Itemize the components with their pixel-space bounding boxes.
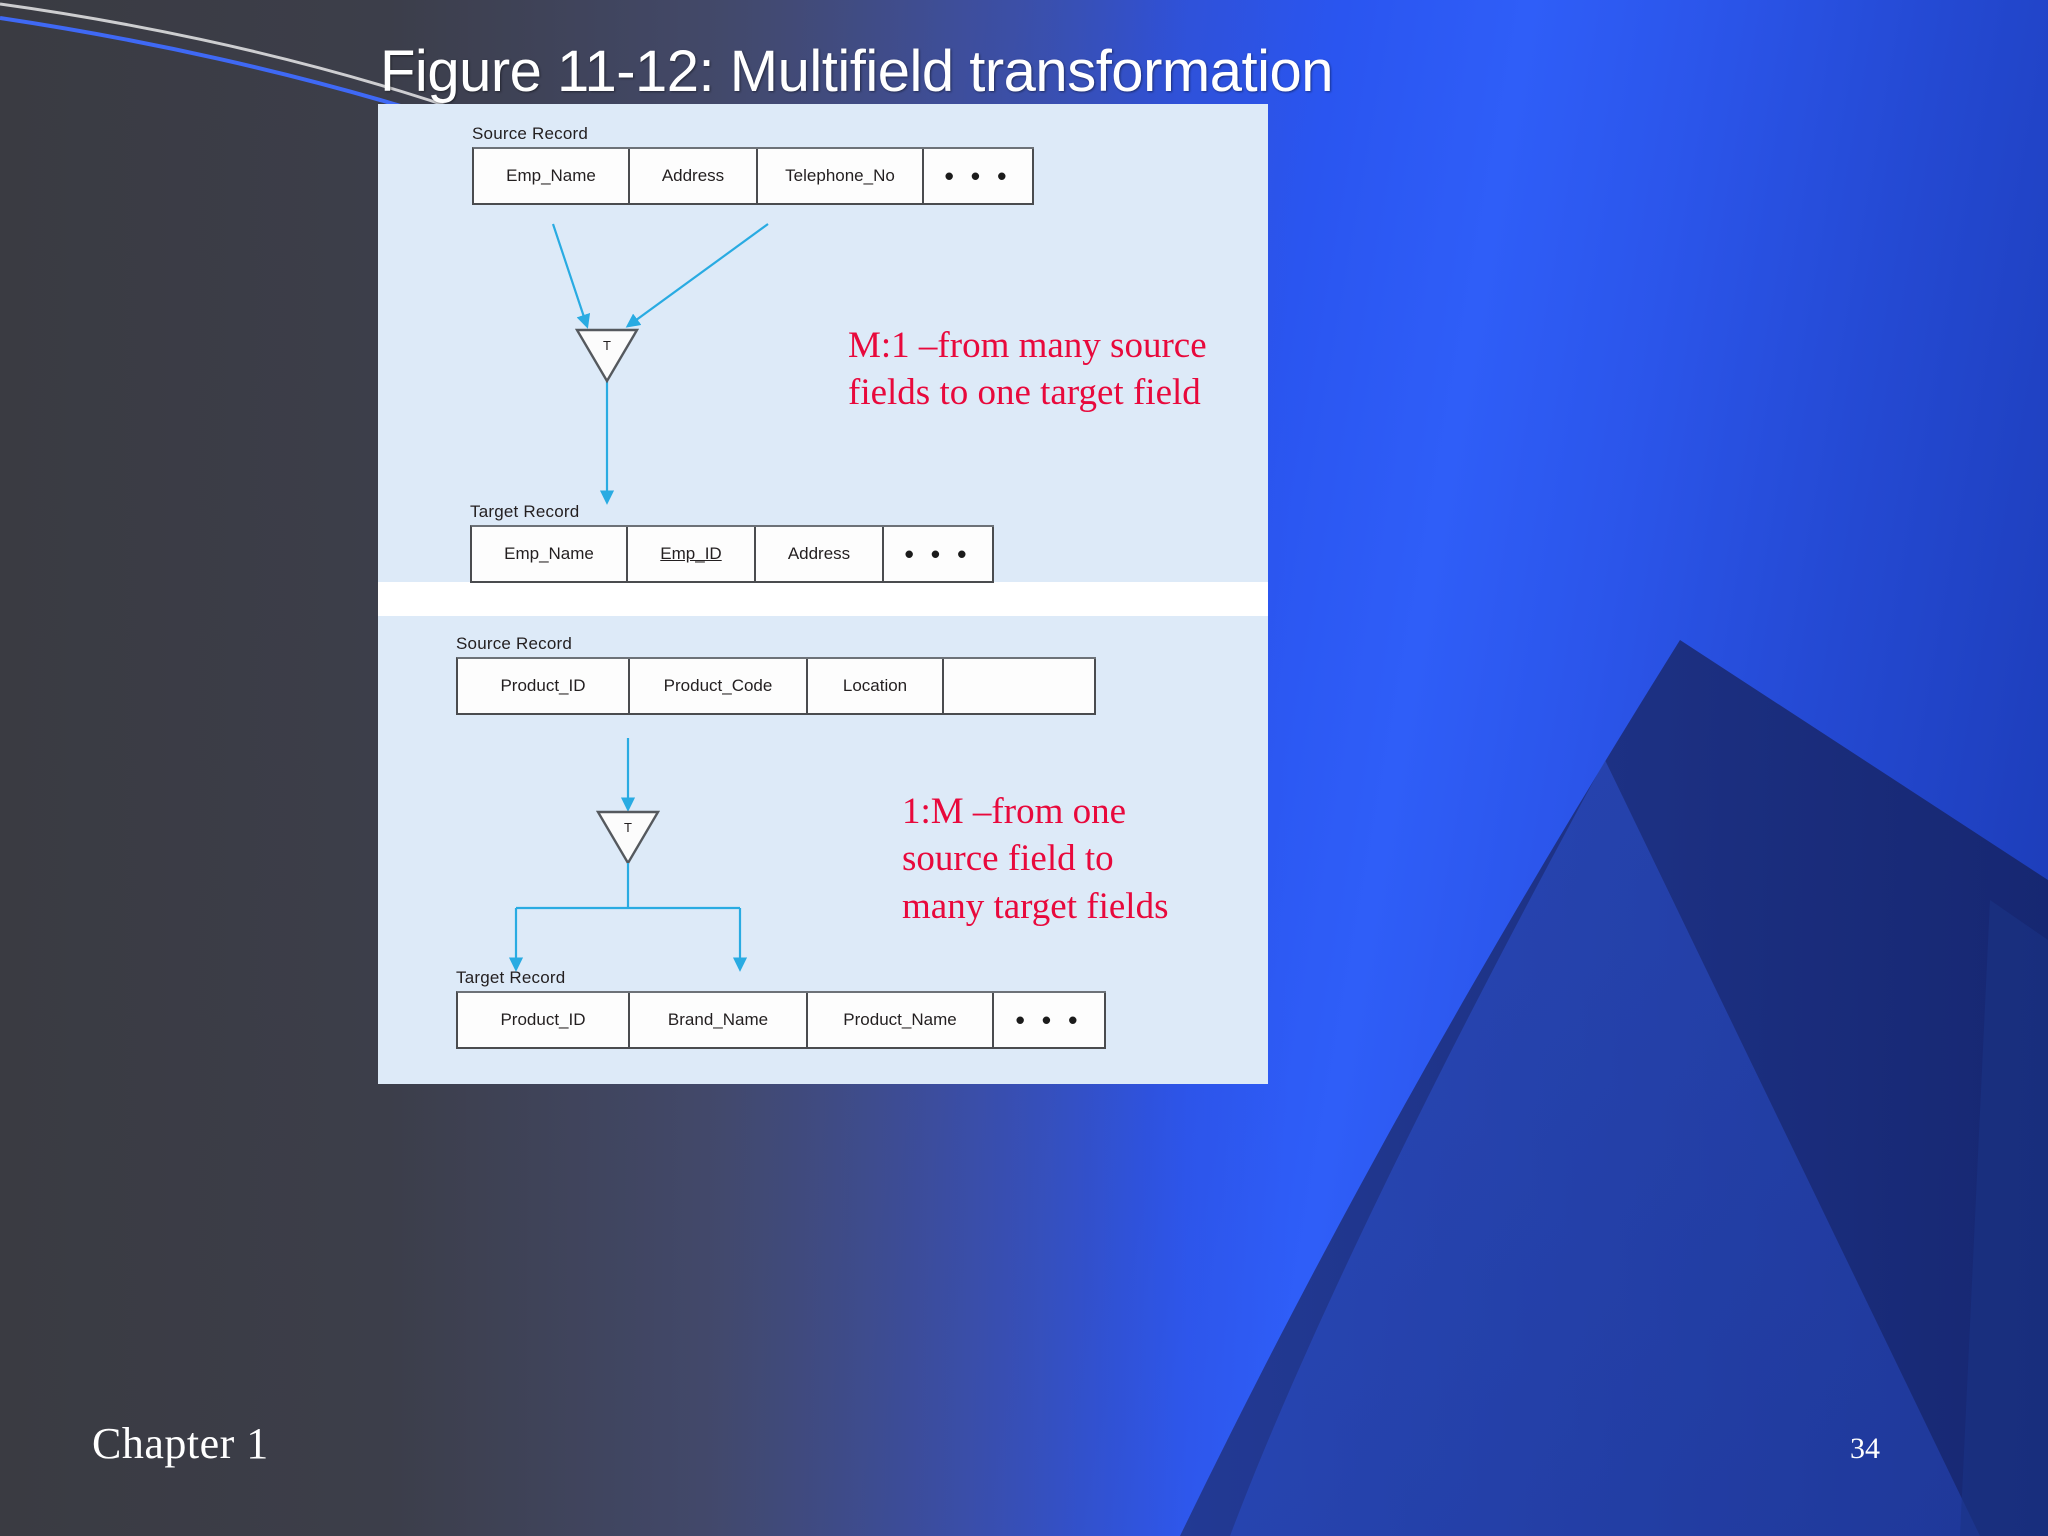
page-title: Figure 11-12: Multifield transformation <box>380 39 1333 104</box>
field-cell: Brand_Name <box>630 993 808 1049</box>
annotation-1-to-m: 1:M –from one source field to many targe… <box>902 791 1169 927</box>
target-record-bottom: Target Record Product_ID Brand_Name Prod… <box>456 968 1106 1049</box>
source-record-row-top: Emp_Name Address Telephone_No • • • <box>472 147 1034 205</box>
target-record-row-top: Emp_Name Emp_ID Address • • • <box>470 525 994 583</box>
field-cell-empty <box>944 659 1096 715</box>
svg-text:T: T <box>624 820 632 835</box>
field-cell: Emp_Name <box>472 527 628 583</box>
svg-text:T: T <box>603 338 611 353</box>
diagram-connectors-top: T <box>551 223 769 505</box>
source-record-bottom: Source Record Product_ID Product_Code Lo… <box>456 634 1096 715</box>
field-cell: Address <box>756 527 884 583</box>
field-cell: Emp_Name <box>474 149 630 205</box>
source-record-top: Source Record Emp_Name Address Telephone… <box>472 124 1034 205</box>
figure-image: T Source Record Emp_Name Address Telepho… <box>378 104 1268 1084</box>
diagram-m-to-1: T Source Record Emp_Name Address Telepho… <box>378 104 1268 583</box>
target-record-top: Target Record Emp_Name Emp_ID Address • … <box>470 502 994 583</box>
field-cell-ellipsis: • • • <box>994 993 1106 1049</box>
source-record-row-bottom: Product_ID Product_Code Location <box>456 657 1096 715</box>
field-cell-primary-key: Emp_ID <box>628 527 756 583</box>
diagram-connectors-bottom: T <box>508 738 748 972</box>
field-cell: Product_ID <box>458 993 630 1049</box>
chapter-label: Chapter 1 <box>92 1419 269 1468</box>
field-cell: Telephone_No <box>758 149 924 205</box>
page-number: 34 <box>1850 1432 1880 1465</box>
field-cell: Location <box>808 659 944 715</box>
field-cell: Address <box>630 149 758 205</box>
source-record-label-bottom: Source Record <box>456 634 572 653</box>
target-record-label-top: Target Record <box>470 502 580 521</box>
field-cell-ellipsis: • • • <box>924 149 1034 205</box>
field-cell: Product_Code <box>630 659 808 715</box>
field-cell: Product_ID <box>458 659 630 715</box>
source-record-label-top: Source Record <box>472 124 588 143</box>
target-record-label-bottom: Target Record <box>456 968 566 987</box>
field-cell: Product_Name <box>808 993 994 1049</box>
diagram-1-to-m: T Source Record Product_ID Product_Code … <box>378 616 1268 1084</box>
field-cell-ellipsis: • • • <box>884 527 994 583</box>
annotation-m-to-1: M:1 –from many source fields to one targ… <box>848 325 1207 414</box>
target-record-row-bottom: Product_ID Brand_Name Product_Name • • • <box>456 991 1106 1049</box>
